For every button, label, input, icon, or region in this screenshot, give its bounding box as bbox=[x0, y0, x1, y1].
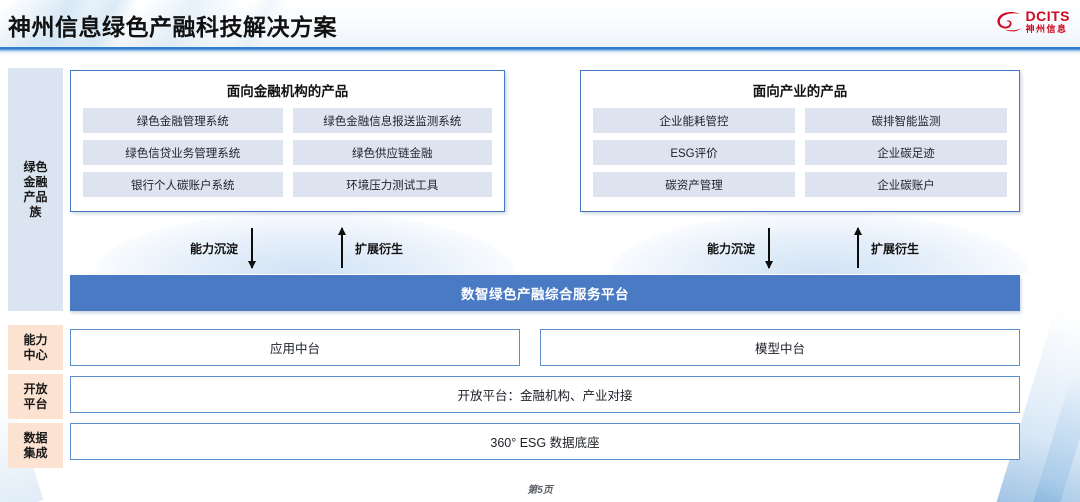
rail-open-platform: 开放 平台 bbox=[8, 374, 63, 419]
flow-label: 能力沉淀 bbox=[190, 241, 239, 256]
arrow-down-icon bbox=[247, 228, 256, 269]
header-divider bbox=[0, 47, 1080, 52]
dcits-swoosh-icon bbox=[996, 11, 1021, 31]
product-tile[interactable]: 企业碳足迹 bbox=[805, 140, 1007, 165]
page-number: 第5页 bbox=[527, 485, 553, 496]
right-dome-shape bbox=[610, 212, 1030, 274]
box-app-middle-platform[interactable]: 应用中台 bbox=[70, 329, 520, 366]
dcits-logo: DCITS 神州信息 bbox=[996, 9, 1071, 34]
flow-left-expansion-derivation: 扩展衍生 bbox=[337, 227, 404, 268]
product-tile[interactable]: 碳排智能监测 bbox=[805, 108, 1007, 133]
box-open-platform[interactable]: 开放平台：金融机构、产业对接 bbox=[70, 376, 1020, 413]
slide-header: 神州信息绿色产融科技解决方案 DCITS 神州信息 bbox=[0, 0, 1080, 48]
product-tile[interactable]: 绿色信贷业务管理系统 bbox=[83, 140, 283, 165]
rail-label: 开放 平台 bbox=[23, 381, 48, 411]
header-divider-fade bbox=[0, 52, 1080, 56]
rail-green-finance-products: 绿色 金融 产品 族 bbox=[8, 68, 63, 311]
product-tile[interactable]: 绿色金融管理系统 bbox=[83, 108, 283, 133]
rail-label: 绿色 金融 产品 族 bbox=[23, 159, 48, 219]
logo-chinese-label: 神州信息 bbox=[1025, 24, 1068, 34]
arrow-up-icon bbox=[337, 227, 346, 268]
product-tile[interactable]: 企业碳账户 bbox=[805, 172, 1007, 197]
arrow-down-icon bbox=[764, 228, 773, 269]
logo-text: DCITS 神州信息 bbox=[1026, 9, 1071, 34]
flow-label: 扩展衍生 bbox=[355, 241, 404, 256]
flow-right-expansion-derivation: 扩展衍生 bbox=[853, 227, 920, 268]
panel-industry-products: 面向产业的产品 企业能耗管控 碳排智能监测 ESG评价 企业碳足迹 碳资产管理 … bbox=[580, 70, 1020, 212]
box-model-middle-platform[interactable]: 模型中台 bbox=[540, 329, 1020, 366]
tile-grid: 企业能耗管控 碳排智能监测 ESG评价 企业碳足迹 碳资产管理 企业碳账户 bbox=[581, 108, 1019, 197]
rail-label: 数据 集成 bbox=[23, 430, 48, 460]
product-tile[interactable]: 银行个人碳账户系统 bbox=[83, 172, 283, 197]
arrow-up-icon bbox=[853, 227, 862, 268]
product-tile[interactable]: 碳资产管理 bbox=[593, 172, 795, 197]
left-dome-shape bbox=[95, 212, 515, 274]
product-tile[interactable]: 企业能耗管控 bbox=[593, 108, 795, 133]
product-tile[interactable]: 环境压力测试工具 bbox=[292, 172, 492, 197]
logo-english-label: DCITS bbox=[1025, 8, 1070, 24]
box-data-foundation[interactable]: 360° ESG 数据底座 bbox=[70, 423, 1020, 460]
platform-bar-label: 数智绿色产融综合服务平台 bbox=[461, 287, 629, 302]
flow-right-capability-precipitation: 能力沉淀 bbox=[707, 228, 773, 269]
product-tile[interactable]: ESG评价 bbox=[593, 140, 795, 165]
platform-bar[interactable]: 数智绿色产融综合服务平台 bbox=[70, 275, 1020, 311]
product-tile[interactable]: 绿色金融信息报送监测系统 bbox=[292, 108, 492, 133]
flow-left-capability-precipitation: 能力沉淀 bbox=[190, 228, 256, 269]
panel-financial-institution-products: 面向金融机构的产品 绿色金融管理系统 绿色金融信息报送监测系统 绿色信贷业务管理… bbox=[70, 70, 505, 212]
flow-label: 扩展衍生 bbox=[871, 241, 920, 256]
tile-grid: 绿色金融管理系统 绿色金融信息报送监测系统 绿色信贷业务管理系统 绿色供应链金融… bbox=[71, 108, 504, 197]
rail-data-integration: 数据 集成 bbox=[8, 423, 63, 468]
panel-title: 面向产业的产品 bbox=[752, 84, 848, 99]
rail-ability-center: 能力 中心 bbox=[8, 325, 63, 370]
rail-label: 能力 中心 bbox=[23, 332, 48, 362]
product-tile[interactable]: 绿色供应链金融 bbox=[292, 140, 492, 165]
panel-title: 面向金融机构的产品 bbox=[226, 84, 349, 99]
flow-label: 能力沉淀 bbox=[707, 241, 756, 256]
page-title: 神州信息绿色产融科技解决方案 bbox=[8, 14, 337, 40]
